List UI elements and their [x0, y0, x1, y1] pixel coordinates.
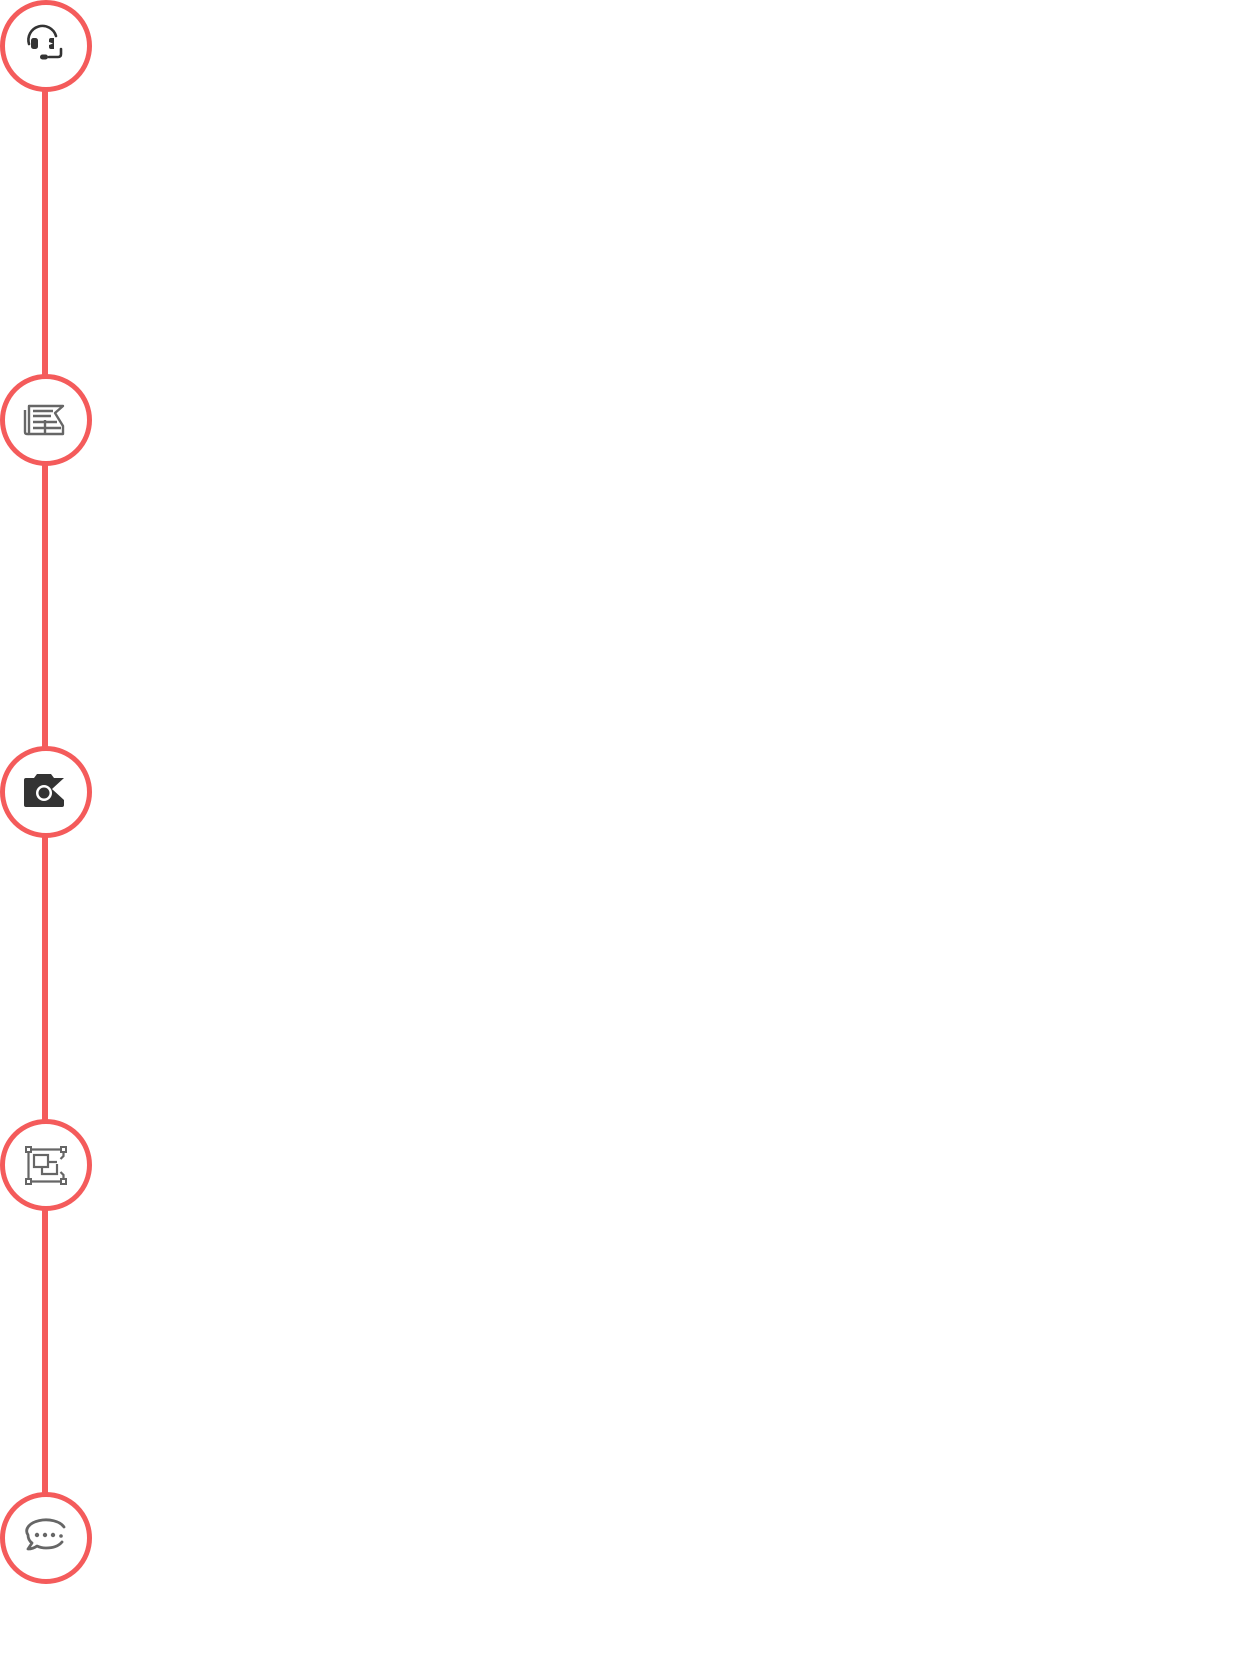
document-list-icon [21, 400, 71, 440]
timeline-step-4[interactable] [0, 1119, 92, 1211]
timeline-step-5[interactable] [0, 1492, 92, 1584]
chat-bubble-icon [20, 1515, 72, 1561]
support-headset-icon [23, 23, 69, 69]
timeline-step-1[interactable] [0, 0, 92, 92]
timeline-step-3[interactable] [0, 746, 92, 838]
timeline-step-2[interactable] [0, 374, 92, 466]
camera-icon [20, 770, 72, 814]
layout-frame-icon [21, 1142, 71, 1188]
